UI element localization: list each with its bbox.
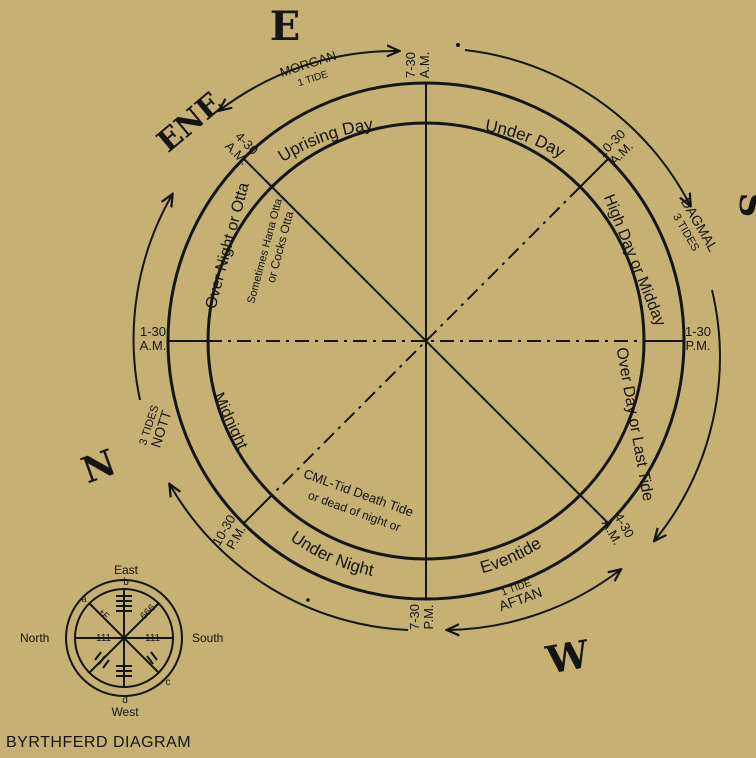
segment-under-night: Under Night	[287, 527, 375, 580]
diagram-caption: BYRTHFERD DIAGRAM	[6, 734, 191, 752]
time-730am-hour: 7-30	[403, 52, 418, 78]
nott-arc-left	[134, 195, 172, 400]
segment-midnight: Midnight	[210, 390, 251, 452]
small-label-north: North	[20, 631, 49, 645]
time-730am-suffix: A.M.	[417, 52, 432, 79]
compass-south: S	[731, 193, 756, 218]
ink-dot	[306, 598, 310, 602]
small-label-c: c	[166, 677, 171, 688]
rune-marks-west: 111	[96, 633, 112, 644]
compass-north: N	[76, 441, 121, 492]
small-label-east: East	[114, 563, 139, 577]
nott-arc-bottom	[170, 485, 408, 630]
rune-marks-east: 111	[145, 633, 161, 644]
compass-ene: ENE	[151, 86, 230, 160]
time-130pm-suffix: P.M.	[685, 338, 710, 353]
compass-east: E	[270, 3, 301, 50]
time-130am-suffix: A.M.	[140, 338, 167, 353]
time-130pm-hour: 1-30	[685, 324, 711, 339]
time-130am-hour: 1-30	[140, 324, 166, 339]
small-label-a: a	[81, 594, 86, 604]
interior-lines	[208, 123, 644, 559]
small-label-west: West	[111, 705, 139, 719]
segment-high-day: High Day or Midday	[600, 192, 668, 329]
compass-letters: E ENE S N W	[76, 3, 756, 683]
segment-under-day: Under Day	[484, 116, 569, 162]
small-rune-diagram: 111 111 666 +F East b a North South c d …	[20, 563, 223, 719]
small-label-south: South	[192, 631, 223, 645]
ink-dot	[456, 43, 460, 47]
small-label-b: b	[123, 577, 129, 588]
compass-west: W	[542, 631, 594, 683]
segment-over-day: Over Day or Last Tide	[613, 346, 657, 502]
time-730pm-suffix: P.M.	[421, 604, 436, 629]
time-730pm-hour: 7-30	[407, 604, 422, 630]
rune-marks-ne: 666	[138, 602, 158, 622]
inner-annotations: Sometimes Hana Otta or Cocks Otta CML-Ti…	[245, 197, 415, 535]
rune-marks-nw: +F	[97, 606, 112, 621]
